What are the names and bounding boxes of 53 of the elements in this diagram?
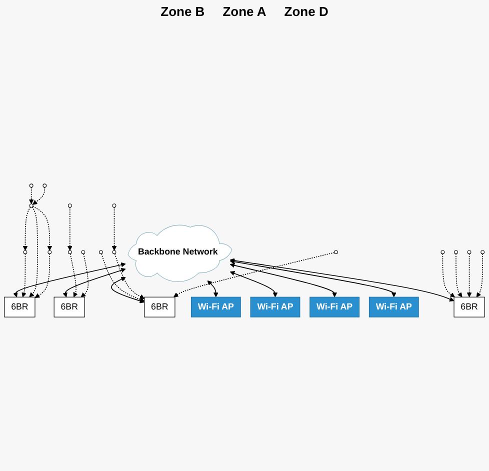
arrow <box>230 263 337 298</box>
node-box: Wi-Fi AP <box>190 296 241 318</box>
zone-label: Zone B <box>160 4 205 21</box>
arrow <box>62 268 126 298</box>
node-box: Wi-Fi AP <box>310 296 360 318</box>
arrow <box>34 253 50 298</box>
node-circle <box>48 250 52 254</box>
arrow <box>442 253 455 298</box>
node-circle <box>480 250 485 254</box>
arrow <box>32 186 46 205</box>
arrow <box>230 259 396 298</box>
arrow <box>22 206 31 251</box>
node-circle <box>42 184 47 188</box>
node-circle <box>334 250 338 254</box>
node-box: Wi-Fi AP <box>250 296 300 318</box>
arrow <box>67 206 72 251</box>
node-circle <box>68 250 72 254</box>
zone-label: Zone A <box>222 4 266 21</box>
arrow <box>13 262 126 298</box>
arrow <box>112 206 117 251</box>
node-box: 6BR <box>54 296 85 318</box>
node-circle <box>112 250 116 254</box>
arrow <box>476 253 483 298</box>
arrow <box>111 277 145 304</box>
arrow <box>32 206 52 251</box>
arrow <box>114 253 145 299</box>
node-circle <box>29 204 34 208</box>
node-box: 6BR <box>144 296 176 318</box>
arrow <box>101 253 145 302</box>
node-circle <box>454 250 458 254</box>
arrow <box>28 186 34 204</box>
arrow <box>22 253 26 298</box>
arrow <box>29 206 38 298</box>
arrow <box>456 253 462 298</box>
node-circle <box>467 250 472 254</box>
node-circle <box>112 204 116 208</box>
node-box: 6BR <box>454 296 485 318</box>
arrow <box>466 253 472 298</box>
node-box: 6BR <box>4 296 36 318</box>
node-circle <box>68 204 72 208</box>
node-circle <box>81 250 86 254</box>
node-box: Wi-Fi AP <box>368 296 419 318</box>
arrow <box>173 252 335 298</box>
arrow <box>207 280 218 298</box>
arrow <box>230 271 278 298</box>
node-circle <box>29 184 34 188</box>
zone-label: Zone D <box>284 4 328 21</box>
arrow <box>70 253 78 298</box>
node-circle <box>99 250 103 254</box>
node-circle <box>440 250 445 254</box>
arrow <box>230 258 454 302</box>
arrow <box>80 253 89 298</box>
node-circle <box>23 250 28 254</box>
